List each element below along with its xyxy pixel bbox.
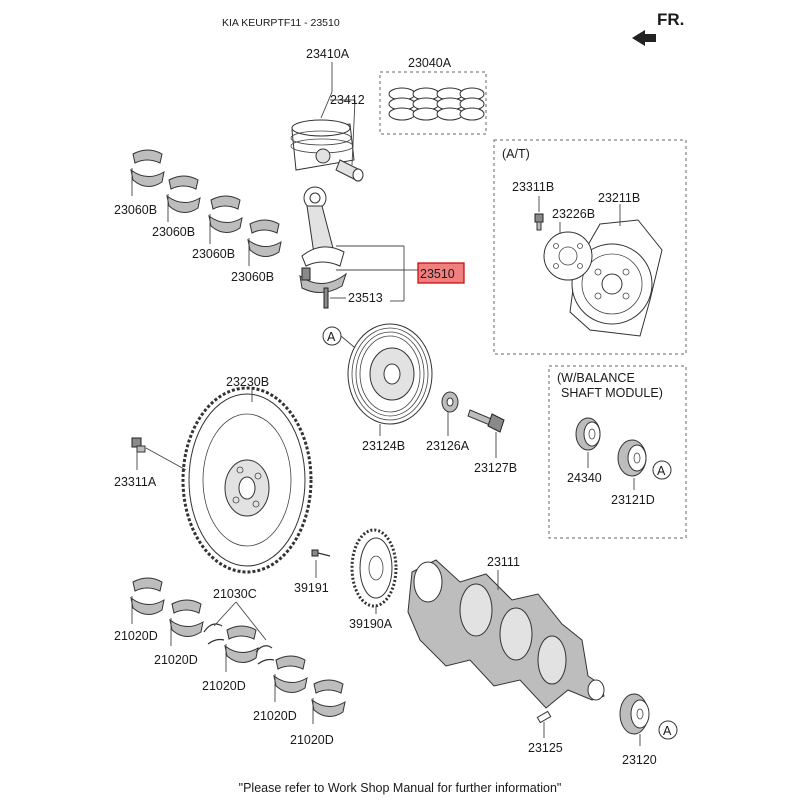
- footer-note: "Please refer to Work Shop Manual for fu…: [239, 781, 562, 795]
- balance-gear-23121D-drawing[interactable]: [617, 439, 647, 477]
- rod-bearing-1-drawing[interactable]: [130, 149, 165, 196]
- rod-bolt-drawing[interactable]: [323, 287, 329, 309]
- callout-a-sprocket-text: A: [663, 724, 672, 738]
- flywheel-drawing[interactable]: [181, 386, 313, 574]
- leader-21030C: [235, 601, 267, 641]
- crank-key-drawing[interactable]: [536, 710, 552, 724]
- main-bearing-4-drawing[interactable]: [273, 655, 308, 702]
- pulley-washer-drawing[interactable]: [441, 391, 459, 413]
- flywheel-bolt-drawing[interactable]: [131, 437, 146, 453]
- crankshaft-pulley-drawing[interactable]: [347, 323, 433, 425]
- label-39191[interactable]: 39191: [294, 581, 329, 595]
- label-23211B[interactable]: 23211B: [598, 191, 640, 205]
- label-23060B-2[interactable]: 23060B: [152, 225, 195, 239]
- label-21020D-2[interactable]: 21020D: [154, 653, 198, 667]
- balance-shaft-group-box: [548, 365, 687, 539]
- drive-plate-bolt-drawing[interactable]: [534, 213, 544, 231]
- front-direction-label: FR.: [657, 10, 684, 29]
- label-23060B-1[interactable]: 23060B: [114, 203, 157, 217]
- callout-a-sprocket-icon: [658, 720, 678, 740]
- pulley-bolt-drawing[interactable]: [467, 409, 505, 433]
- leader-23410A-b: [320, 91, 333, 119]
- label-23120[interactable]: 23120: [622, 753, 657, 767]
- label-23127B[interactable]: 23127B: [474, 461, 517, 475]
- piston-pin-drawing[interactable]: [335, 159, 364, 182]
- reluctor-wheel-drawing[interactable]: [350, 528, 398, 608]
- header-title: KIA KEURPTF11 - 23510: [222, 17, 340, 29]
- label-23226B[interactable]: 23226B: [552, 207, 595, 221]
- leader-23311A: [145, 447, 187, 471]
- adapter-plate-drawing[interactable]: [543, 231, 593, 281]
- callout-a-balance-icon: [652, 460, 672, 480]
- label-23311B[interactable]: 23311B: [512, 180, 554, 194]
- callout-a-balance-text: A: [657, 464, 666, 478]
- main-bearing-1-drawing[interactable]: [130, 577, 165, 624]
- label-39190A[interactable]: 39190A: [349, 617, 393, 631]
- main-bearing-3-drawing[interactable]: [224, 625, 259, 672]
- label-23111[interactable]: 23111: [487, 555, 520, 569]
- label-23410A[interactable]: 23410A: [306, 47, 350, 61]
- connecting-rod-drawing[interactable]: [299, 186, 347, 293]
- front-direction-arrow-icon: [632, 30, 656, 46]
- leader-21030C-b: [213, 601, 237, 627]
- drive-plate-drawing[interactable]: [569, 219, 663, 337]
- piston-ring-set-drawing[interactable]: [379, 71, 487, 135]
- thrust-washer-drawing[interactable]: [203, 623, 275, 665]
- label-23060B-4[interactable]: 23060B: [231, 270, 274, 284]
- label-23060B-3[interactable]: 23060B: [192, 247, 235, 261]
- rod-bearing-2-drawing[interactable]: [166, 175, 201, 222]
- main-bearing-5-drawing[interactable]: [311, 679, 346, 724]
- label-21020D-5[interactable]: 21020D: [290, 733, 334, 747]
- callout-a-pulley-text: A: [327, 330, 336, 344]
- rod-bearing-3-drawing[interactable]: [208, 195, 243, 244]
- label-23124B[interactable]: 23124B: [362, 439, 405, 453]
- balance-gear-24340-drawing[interactable]: [575, 417, 601, 451]
- leader-23412-b: [351, 99, 356, 166]
- label-21020D-3[interactable]: 21020D: [202, 679, 246, 693]
- label-23125[interactable]: 23125: [528, 741, 563, 755]
- main-bearing-2-drawing[interactable]: [169, 599, 204, 646]
- label-21020D-4[interactable]: 21020D: [253, 709, 297, 723]
- at-group-box: [493, 139, 687, 355]
- reluctor-pin-drawing[interactable]: [311, 549, 331, 557]
- label-23121D[interactable]: 23121D: [611, 493, 655, 507]
- label-21030C[interactable]: 21030C: [213, 587, 257, 601]
- rod-bearing-4-drawing[interactable]: [247, 219, 282, 266]
- label-24340[interactable]: 24340: [567, 471, 602, 485]
- label-23230B[interactable]: 23230B: [226, 375, 269, 389]
- label-balance-shaft-line-2: SHAFT MODULE): [561, 386, 663, 400]
- label-21020D-1[interactable]: 21020D: [114, 629, 158, 643]
- piston-drawing[interactable]: [290, 119, 355, 171]
- crankshaft-sprocket-drawing[interactable]: [619, 693, 650, 735]
- label-23126A[interactable]: 23126A: [426, 439, 470, 453]
- label-23510[interactable]: 23510: [420, 267, 455, 281]
- crankshaft-drawing[interactable]: [407, 559, 605, 709]
- label-at-group: (A/T): [502, 147, 530, 161]
- label-balance-shaft-line-1: (W/BALANCE: [557, 371, 635, 385]
- highlight-box-23510: [417, 262, 465, 284]
- label-23412[interactable]: 23412: [330, 93, 365, 107]
- label-23513[interactable]: 23513: [348, 291, 383, 305]
- label-23311A[interactable]: 23311A: [114, 475, 157, 489]
- label-23040A[interactable]: 23040A: [408, 56, 452, 70]
